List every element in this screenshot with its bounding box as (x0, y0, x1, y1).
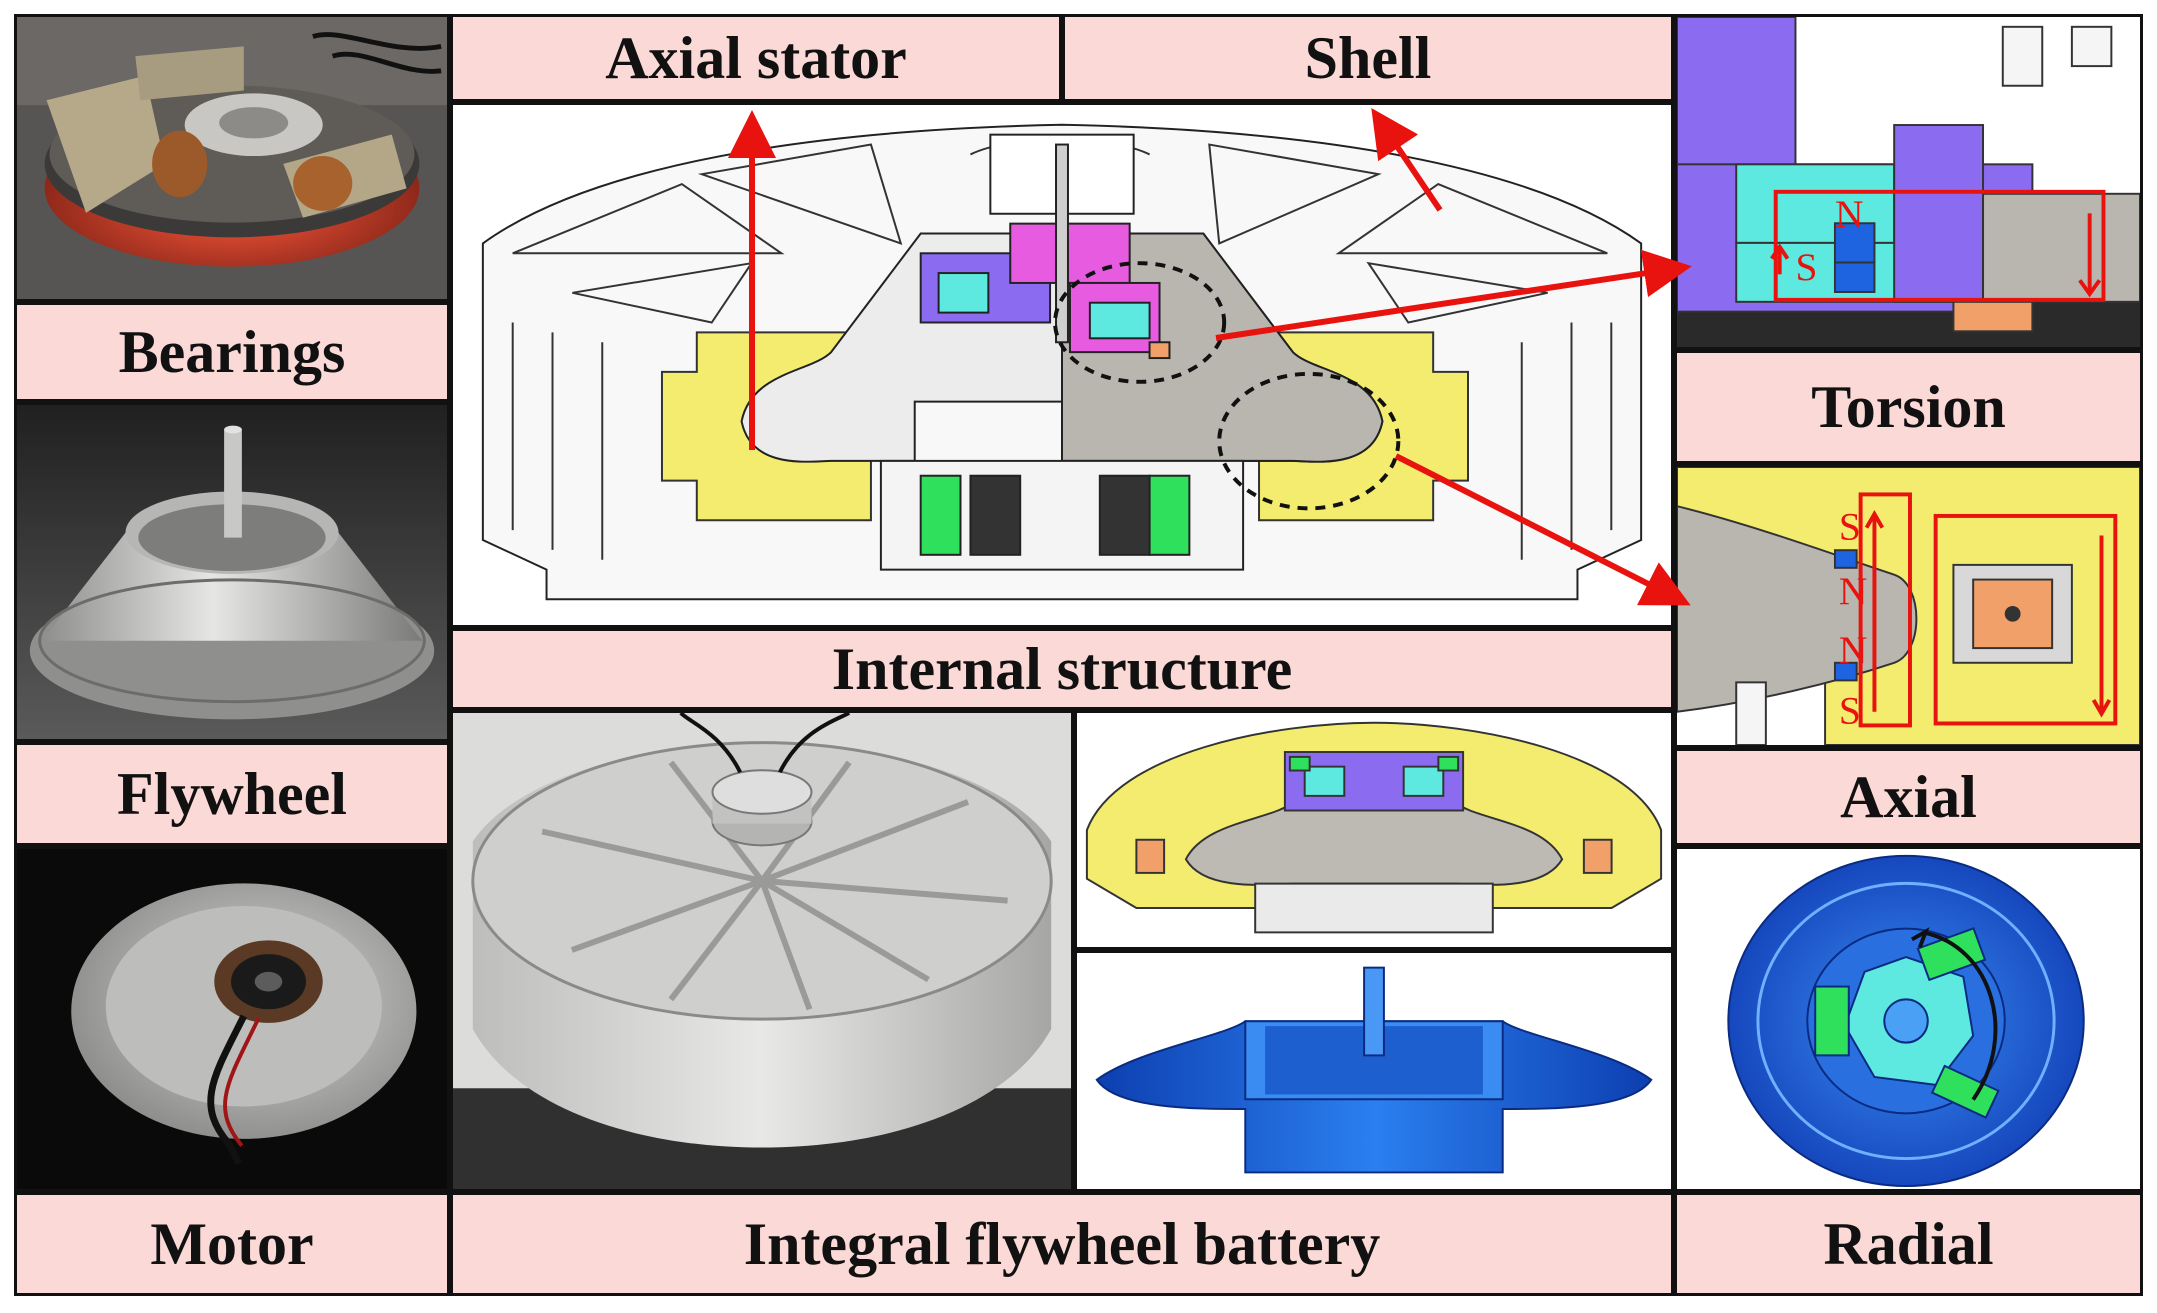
axial-stator-label: Axial stator (450, 14, 1062, 102)
radial-detail-render (1674, 846, 2143, 1192)
internal-structure-drawing (450, 102, 1674, 628)
bearings-photo (14, 14, 450, 302)
integral-battery-photo (450, 710, 1074, 1192)
torsion-n-mark: N (1835, 192, 1864, 236)
torsion-detail-render: N S (1674, 14, 2143, 350)
flywheel-photo (14, 402, 450, 742)
internal-structure-label: Internal structure (450, 628, 1674, 710)
axial-label: Axial (1674, 748, 2143, 846)
battery-cross-section-render (1074, 710, 1674, 950)
motor-label: Motor (14, 1192, 450, 1296)
shell-label: Shell (1062, 14, 1674, 102)
motor-photo (14, 846, 450, 1192)
integral-battery-label: Integral flywheel battery (450, 1192, 1674, 1296)
axial-n-mid-mark: N (1839, 569, 1868, 613)
axial-s-bottom-mark: S (1839, 689, 1861, 733)
torsion-label: Torsion (1674, 350, 2143, 464)
axial-detail-render: S N N S (1674, 464, 2143, 748)
axial-n-low-mark: N (1839, 628, 1868, 672)
axial-s-top-mark: S (1839, 505, 1861, 549)
bearings-label: Bearings (14, 302, 450, 402)
torsion-s-mark: S (1795, 245, 1817, 289)
radial-label: Radial (1674, 1192, 2143, 1296)
flywheel-label: Flywheel (14, 742, 450, 846)
flywheel-rotor-render (1074, 950, 1674, 1192)
